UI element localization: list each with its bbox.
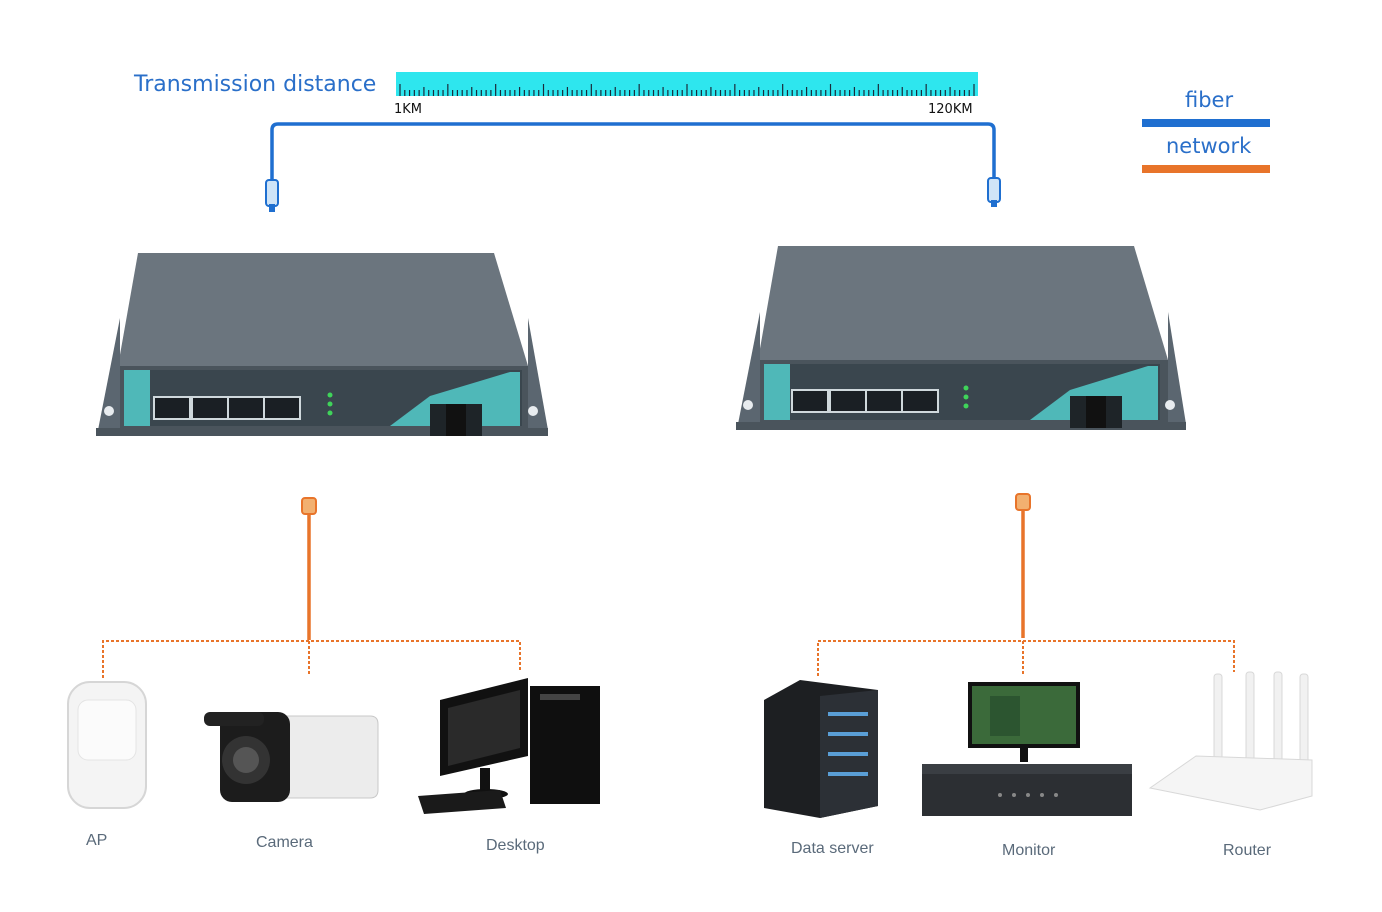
device-label-monitor: Monitor (1002, 842, 1056, 859)
device-label-data-server: Data server (791, 840, 874, 857)
network-cable-left (102, 497, 521, 678)
device-label-camera: Camera (256, 834, 313, 851)
router-icon (1148, 671, 1313, 811)
ruler-ticks (399, 84, 975, 96)
device-label-desktop: Desktop (486, 837, 545, 854)
desktop-icon (418, 678, 600, 814)
device-label-router: Router (1223, 842, 1272, 859)
network-cable-right (817, 493, 1235, 676)
fiber-connector-right (987, 177, 1001, 207)
monitor-icon (922, 682, 1132, 816)
fiber-cable (270, 122, 996, 182)
camera-icon (204, 712, 379, 802)
data-server-icon (764, 680, 878, 818)
media-converter-left (96, 253, 548, 436)
ap-icon (67, 681, 147, 809)
device-label-ap: AP (86, 832, 108, 849)
ruler-start-label: 1KM (394, 102, 423, 117)
media-converter-right (736, 246, 1186, 430)
ruler-end-label: 120KM (928, 102, 973, 117)
legend-network-label: network (1166, 134, 1252, 158)
legend-fiber-label: fiber (1185, 88, 1234, 112)
fiber-connector-left (265, 179, 279, 212)
diagram-title: Transmission distance (134, 72, 377, 97)
